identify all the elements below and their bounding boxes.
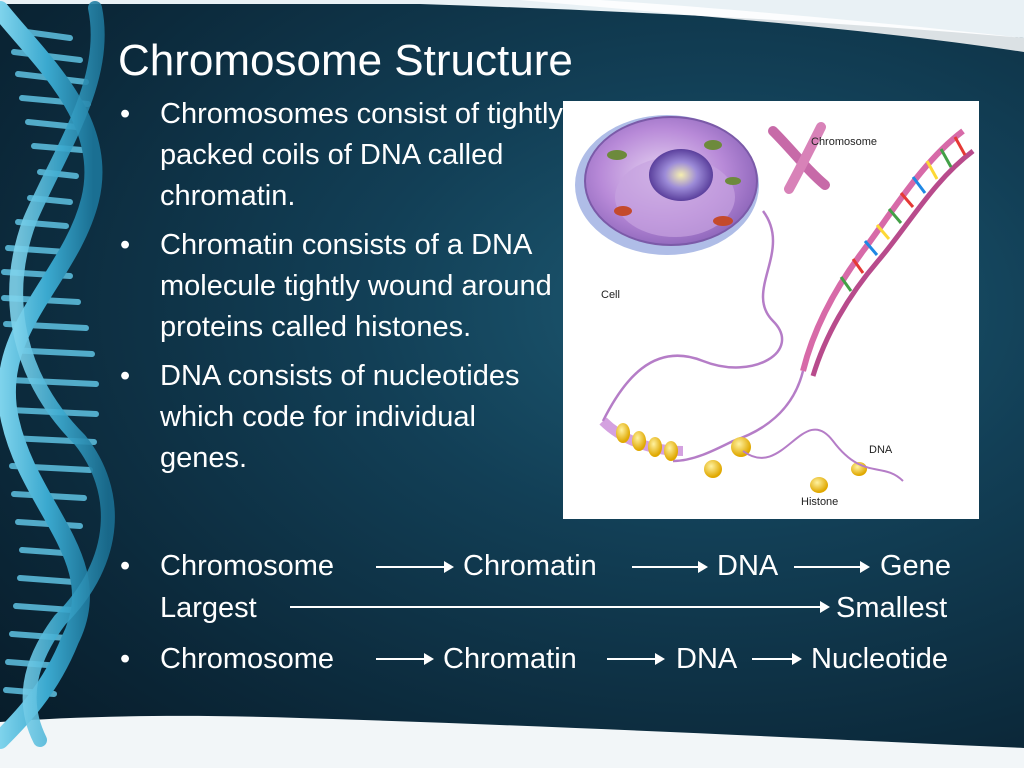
- sequence-chromosome: Chromosome: [160, 643, 335, 675]
- arrow-icon: [752, 653, 802, 665]
- arrow-icon: [632, 561, 708, 573]
- label-histone: Histone: [801, 496, 838, 508]
- sequence-chromosome: Chromosome: [160, 550, 335, 582]
- histone-illustration: [616, 423, 867, 493]
- scale-smallest: Smallest: [836, 592, 948, 624]
- arrow-icon: [290, 601, 830, 613]
- bullet-text: Chromosomes consist of tightly packed co…: [160, 98, 563, 212]
- sequence-dna: DNA: [717, 550, 779, 582]
- bullet-text: DNA consists of nucleotides which code f…: [160, 360, 520, 474]
- bullet-dot: •: [120, 643, 131, 675]
- bullet-dot: •: [120, 550, 131, 582]
- sequence-nucleotide: Nucleotide: [811, 643, 949, 675]
- bullet-dot: •: [120, 229, 131, 261]
- sequence-chromatin: Chromatin: [443, 643, 577, 675]
- bullet-item: • Chromatin consists of a DNA molecule t…: [120, 225, 560, 348]
- bullet-list: • Chromosomes consist of tightly packed …: [120, 94, 580, 487]
- bullet-dot: •: [120, 360, 131, 392]
- label-dna: DNA: [869, 444, 893, 456]
- bullet-text: Chromatin consists of a DNA molecule tig…: [160, 229, 552, 343]
- label-cell: Cell: [601, 289, 620, 301]
- bullet-item: • Chromosomes consist of tightly packed …: [120, 94, 580, 217]
- bullet-item: • DNA consists of nucleotides which code…: [120, 356, 560, 479]
- sequence-gene: Gene: [880, 550, 951, 582]
- sequence-dna: DNA: [676, 643, 738, 675]
- slide-title: Chromosome Structure: [118, 36, 573, 85]
- chromosome-structure-figure: Chromosome Cell DNA Histone: [563, 101, 979, 519]
- dna-helix-illustration: [800, 128, 975, 377]
- scale-largest: Largest: [160, 592, 257, 624]
- chromosome-illustration: [768, 122, 830, 194]
- arrow-icon: [607, 653, 665, 665]
- arrow-icon: [794, 561, 870, 573]
- bullet-dot: •: [120, 98, 131, 130]
- cell-illustration: [575, 115, 759, 255]
- sequence-chromatin: Chromatin: [463, 550, 597, 582]
- arrow-icon: [376, 561, 454, 573]
- label-chromosome: Chromosome: [811, 136, 877, 148]
- arrow-icon: [376, 653, 434, 665]
